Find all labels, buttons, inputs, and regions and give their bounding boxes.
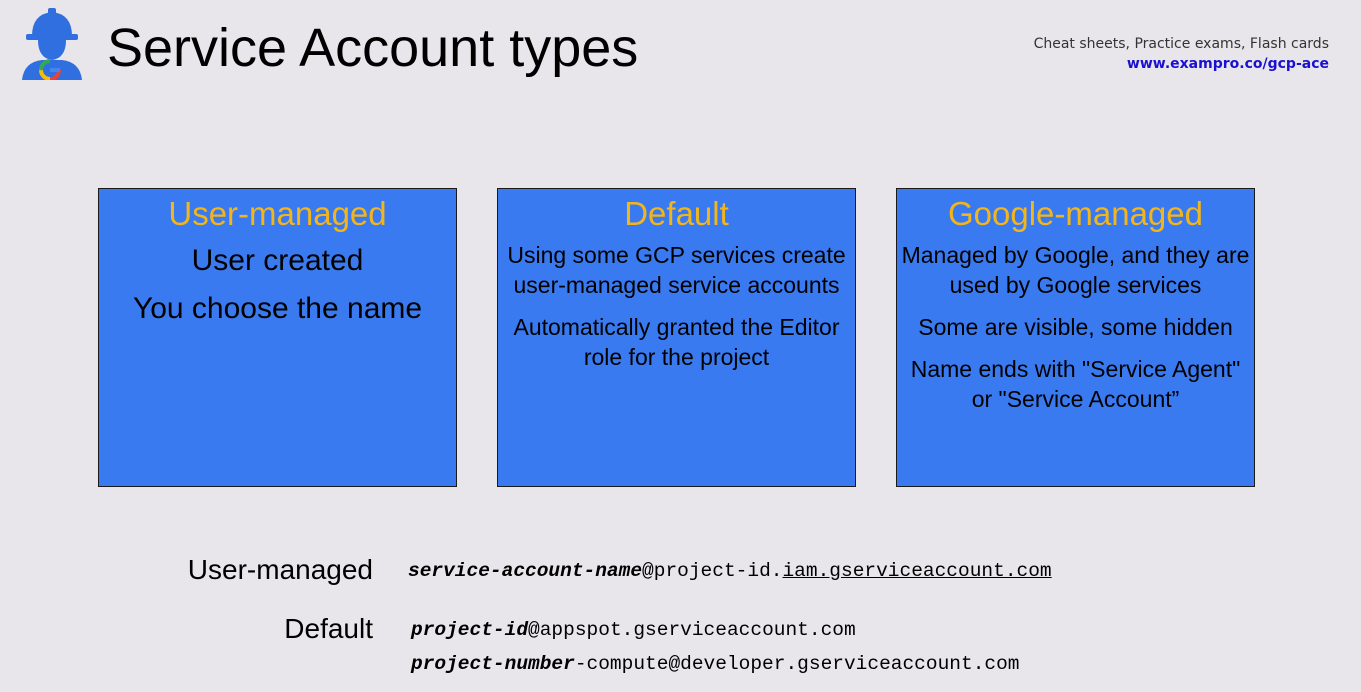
user-managed-format: service-account-name@project-id.iam.gser… [408, 559, 1052, 583]
card-line: Some are visible, some hidden [918, 314, 1233, 340]
format-middle: @project-id. [642, 560, 783, 582]
card-line: You choose the name [132, 292, 423, 325]
format-bold: project-id [411, 619, 529, 641]
format-bold: project-number [411, 653, 575, 675]
worker-with-google-logo-icon [18, 6, 86, 81]
user-managed-format-label: User-managed [187, 554, 373, 585]
promo-link[interactable]: www.exampro.co/gcp-ace [1126, 56, 1329, 72]
format-rest: @appspot.gserviceaccount.com [528, 619, 856, 641]
card-body: User created You choose the name [99, 244, 456, 326]
card-title: Default [624, 195, 729, 232]
card-google-managed: Google-managed Managed by Google, and th… [896, 188, 1255, 487]
format-bold: service-account-name [408, 560, 643, 582]
default-format-line-1: project-id@appspot.gserviceaccount.com [411, 618, 856, 642]
card-body: Managed by Google, and they are used by … [897, 240, 1254, 414]
default-format-line-2: project-number-compute@developer.gservic… [411, 652, 1020, 676]
card-default: Default Using some GCP services create u… [497, 188, 856, 487]
promo-block: Cheat sheets, Practice exams, Flash card… [1034, 34, 1329, 74]
card-title: Google-managed [947, 195, 1203, 232]
default-format-label: Default [284, 613, 373, 644]
card-title: User-managed [168, 195, 387, 232]
page-title: Service Account types [107, 18, 639, 78]
card-line: Automatically granted the Editor role fo… [513, 314, 840, 370]
card-line: User created [191, 244, 364, 277]
card-line: Using some GCP services create user-mana… [507, 242, 846, 298]
promo-text: Cheat sheets, Practice exams, Flash card… [1033, 36, 1329, 52]
card-line: Name ends with "Service Agent" or "Servi… [910, 356, 1241, 412]
format-rest: -compute@developer.gserviceaccount.com [574, 653, 1020, 675]
format-underlined: iam.gserviceaccount.com [782, 560, 1052, 582]
card-user-managed: User-managed User created You choose the… [98, 188, 457, 487]
card-line: Managed by Google, and they are used by … [901, 242, 1250, 298]
card-body: Using some GCP services create user-mana… [498, 240, 855, 372]
